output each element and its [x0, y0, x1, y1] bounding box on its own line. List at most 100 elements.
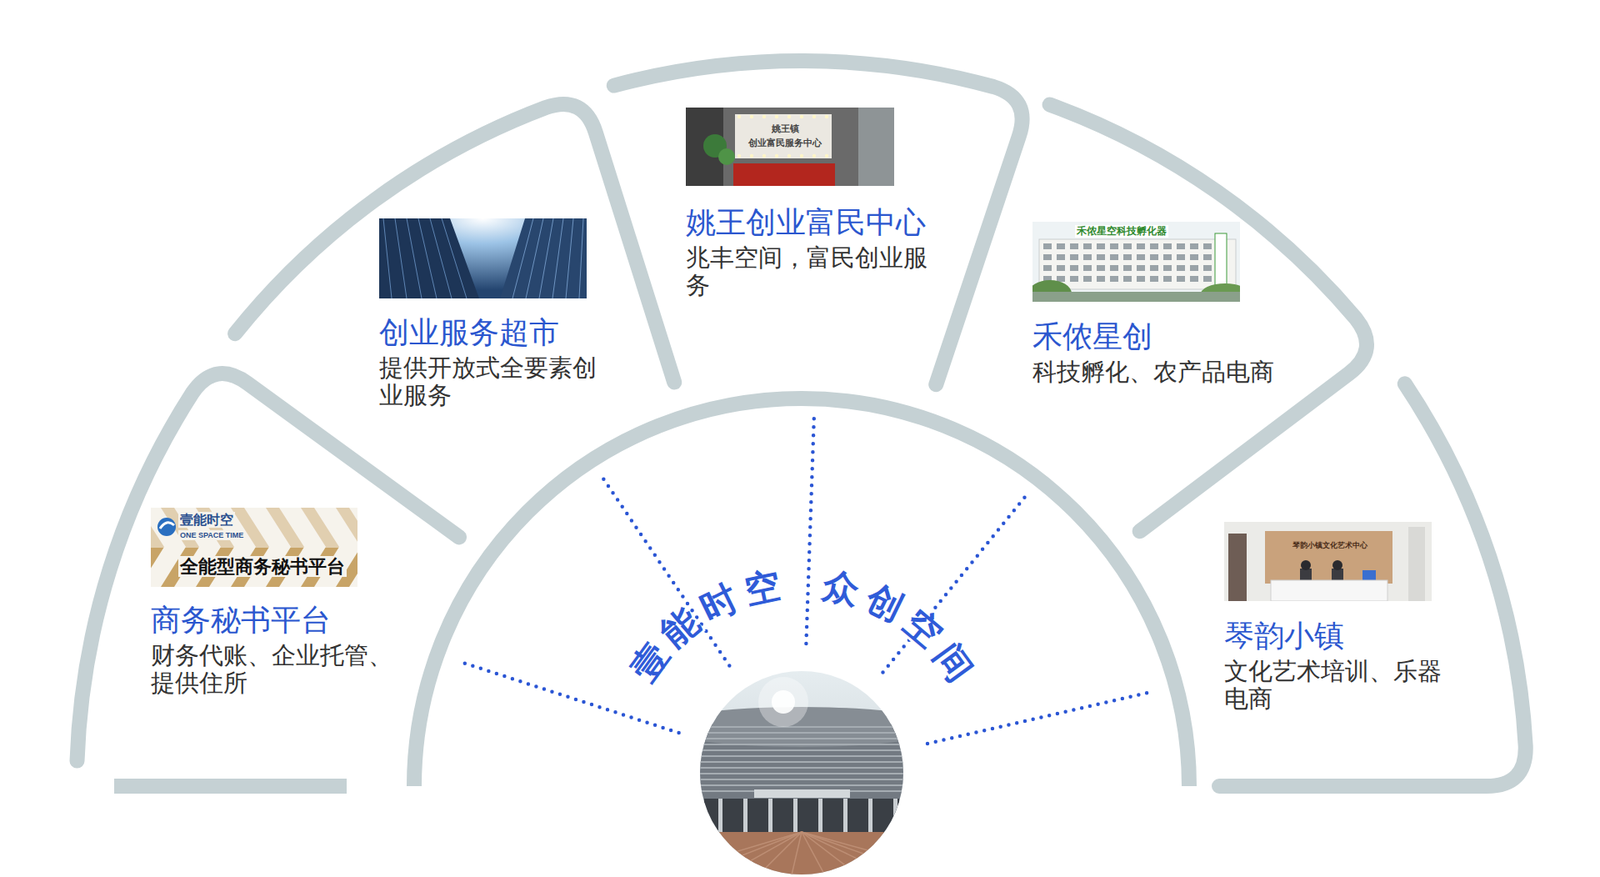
tower-line	[418, 218, 437, 299]
window	[1163, 265, 1172, 271]
photo-stripe	[698, 743, 905, 745]
bulb	[762, 154, 766, 158]
sector-description: 科技孵化、农产品电商	[1032, 358, 1300, 386]
logo-text: 全能型商务秘书平台	[178, 555, 347, 577]
inner-arc	[414, 398, 1190, 786]
photo-column	[768, 798, 773, 834]
dotted-ray	[805, 415, 815, 644]
window	[1136, 275, 1145, 282]
sector-outline	[1219, 383, 1526, 786]
bulb	[787, 115, 791, 119]
window	[1150, 254, 1159, 260]
window	[1150, 275, 1159, 282]
bulb	[812, 154, 816, 158]
plant	[718, 148, 735, 165]
window	[1190, 254, 1199, 260]
photo-stripe	[698, 784, 905, 786]
sign-text: 姚王镇	[770, 122, 801, 135]
window	[1110, 275, 1119, 282]
sector-item: 创业服务超市提供开放式全要素创业服务	[379, 314, 609, 413]
window	[1203, 275, 1212, 282]
logo-fade	[150, 507, 358, 548]
tower-line	[565, 218, 574, 299]
sector-outline	[77, 373, 460, 761]
person-head	[1300, 560, 1311, 570]
photo-column	[818, 798, 823, 834]
photo-stripe	[698, 755, 905, 757]
service-centre-image	[685, 107, 895, 186]
sector-outline	[235, 104, 675, 383]
photo-stripe	[698, 737, 905, 740]
sector-item: 姚王创业富民中心兆丰空间，富民创业服务	[685, 204, 936, 303]
wall	[1224, 521, 1432, 601]
bulb	[800, 154, 804, 158]
tower-line	[512, 218, 534, 299]
window	[1083, 275, 1092, 282]
tower-line	[383, 218, 392, 299]
window	[1123, 254, 1132, 260]
photo-column	[743, 798, 748, 834]
building-photo	[652, 669, 965, 877]
sector-title: 创业服务超市	[379, 314, 609, 351]
tower-line	[430, 218, 452, 299]
window	[1056, 254, 1065, 260]
window	[1136, 265, 1145, 271]
window	[1163, 243, 1172, 250]
bulb	[737, 154, 741, 158]
photo-column	[718, 798, 723, 834]
window	[1150, 265, 1159, 271]
bulb	[775, 154, 779, 158]
bulb	[762, 115, 766, 119]
hub-title-char: 时	[695, 579, 743, 627]
photo-column	[893, 798, 898, 834]
window	[1096, 265, 1105, 271]
bulb	[812, 115, 816, 119]
person-head	[1332, 560, 1343, 570]
hub-title: 壹能时空	[551, 522, 1052, 740]
tower	[379, 218, 480, 299]
window	[1096, 243, 1105, 250]
window	[1083, 243, 1092, 250]
sector-outline	[614, 60, 1023, 385]
tower-line	[552, 218, 564, 299]
sign-text: 禾侬星空科技孵化器	[1075, 225, 1169, 238]
base-bar	[114, 778, 347, 794]
photo-stripe	[698, 749, 905, 751]
logo-mark	[157, 517, 176, 536]
photo-tile	[721, 831, 802, 877]
window	[1083, 265, 1092, 271]
window	[1043, 265, 1052, 271]
counter	[733, 163, 835, 186]
sector-title: 商务秘书平台	[150, 601, 401, 639]
sector-description: 财务代账、企业托管、提供住所	[150, 641, 401, 697]
hub-title-char: 能	[655, 603, 706, 655]
window	[1123, 265, 1132, 271]
sector-description: 提供开放式全要素创业服务	[379, 354, 609, 410]
dotted-ray	[602, 476, 730, 665]
photo-stripe	[698, 731, 905, 734]
window	[1043, 254, 1052, 260]
window	[1123, 243, 1132, 250]
bulb	[800, 115, 804, 119]
bulb	[775, 115, 779, 119]
window	[1203, 254, 1212, 260]
wall-right	[858, 107, 895, 186]
window	[1056, 243, 1065, 250]
window	[1123, 275, 1132, 282]
window	[1163, 275, 1172, 282]
sector-outline	[1050, 105, 1367, 532]
bulb	[787, 154, 791, 158]
logo-ground	[150, 507, 358, 587]
logo-text: 壹能时空	[178, 511, 235, 528]
photo-column	[793, 798, 798, 834]
hub-title-char: 众	[819, 566, 862, 610]
desk	[1270, 580, 1388, 601]
window	[1203, 265, 1212, 271]
logo-image	[150, 507, 358, 587]
window	[1203, 243, 1212, 250]
window	[1056, 265, 1065, 271]
sector-item: 琴韵小镇文化艺术培训、乐器电商	[1224, 617, 1454, 716]
window	[1176, 254, 1185, 260]
sign-panel	[735, 114, 832, 159]
